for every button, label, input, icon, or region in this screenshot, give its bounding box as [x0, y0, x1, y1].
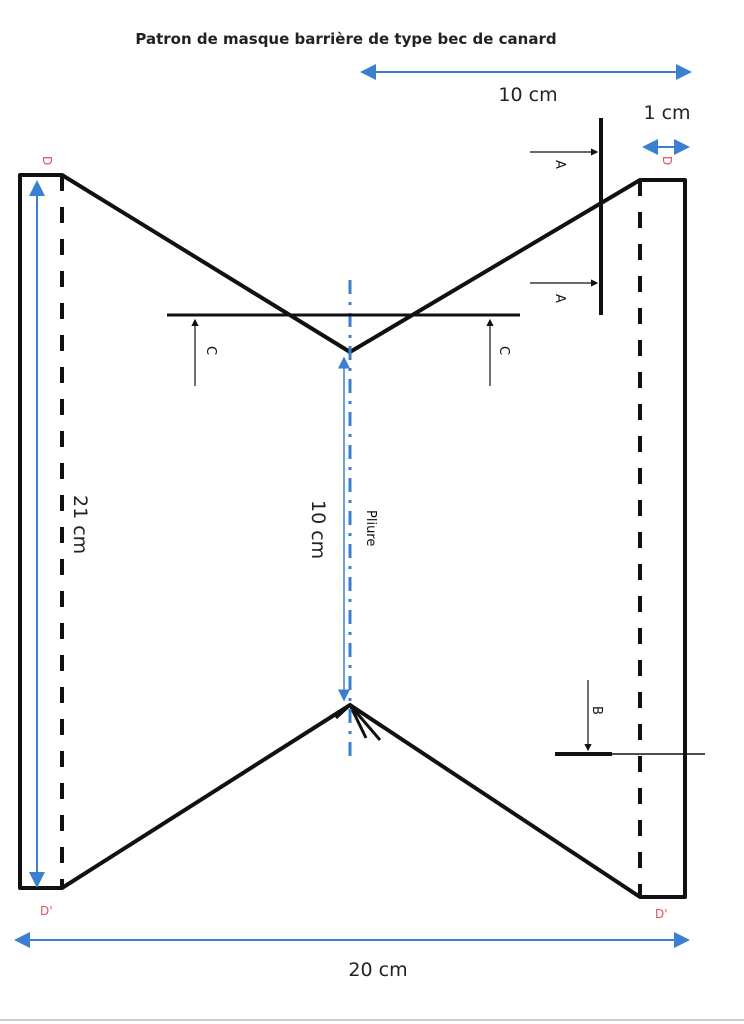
- margin-label: 1 cm: [643, 102, 690, 124]
- cut-c-label-left: C: [203, 346, 218, 355]
- cut-a-label-top: A: [552, 160, 567, 169]
- point-d-prime-left: D': [40, 904, 53, 918]
- fold-label: Pliure: [363, 510, 378, 546]
- cut-a-label-bottom: A: [552, 294, 567, 303]
- inner-notch: [334, 702, 382, 741]
- cut-b-label: B: [589, 706, 604, 715]
- top-width-label: 10 cm: [498, 84, 557, 106]
- point-d-prime-right: D': [655, 907, 668, 921]
- pattern-title: Patron de masque barrière de type bec de…: [135, 30, 556, 48]
- point-d-right: D: [660, 156, 674, 165]
- total-width-label: 20 cm: [348, 959, 407, 981]
- center-gap-label: 10 cm: [307, 500, 329, 559]
- point-d-left: D: [40, 156, 54, 165]
- height-label: 21 cm: [69, 495, 91, 554]
- cut-c-label-right: C: [496, 346, 511, 355]
